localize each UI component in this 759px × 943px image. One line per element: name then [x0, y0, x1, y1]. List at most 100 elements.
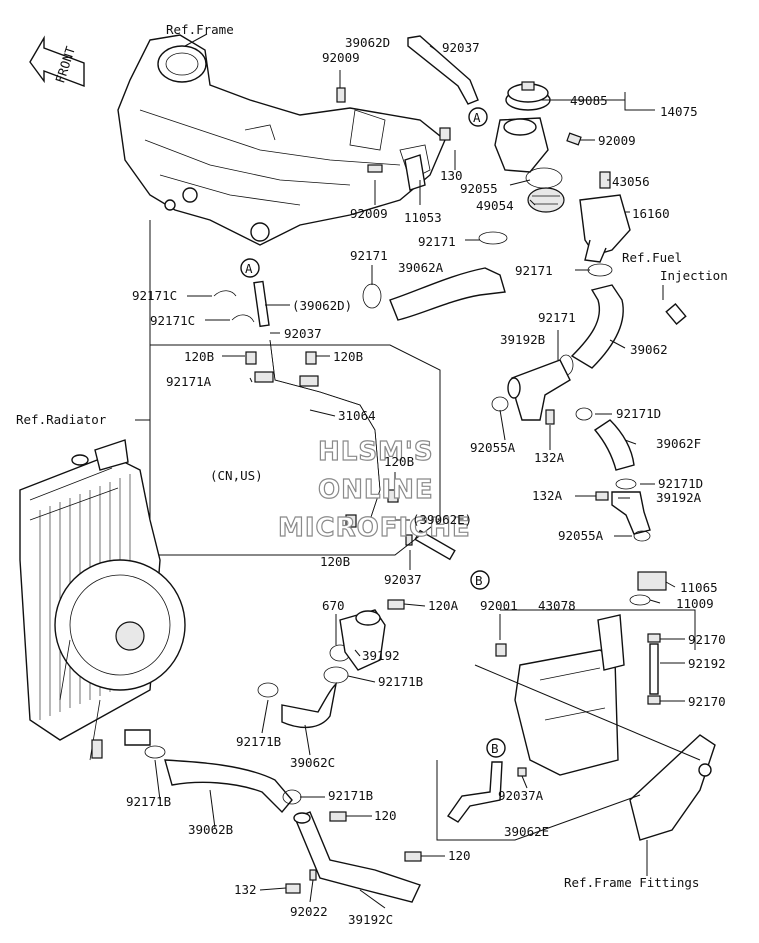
bolt-92009-b	[566, 132, 582, 146]
clamp-92170-1	[647, 633, 661, 643]
label-31064: 31064	[338, 408, 376, 423]
label-92055A-2: 92055A	[558, 528, 604, 543]
label-39192: 39192	[362, 648, 400, 663]
bolt-120B-4	[345, 514, 357, 528]
bolt-120-2	[404, 851, 422, 862]
label-92037A: 92037A	[498, 788, 544, 803]
callout-A-top: A	[468, 107, 488, 127]
filler-neck-assembly	[494, 117, 549, 173]
bolt-120B-1	[245, 351, 257, 365]
hose-39062B	[164, 759, 293, 814]
label-39062C: 39062C	[290, 755, 335, 770]
label-11009: 11009	[676, 596, 714, 611]
label-92009-b: 92009	[598, 133, 636, 148]
label-132A-1: 132A	[534, 450, 565, 465]
union-39192B	[507, 359, 571, 421]
label-92001: 92001	[480, 598, 518, 613]
label-120B-4: 120B	[320, 554, 350, 569]
label-39062D: 39062D	[345, 35, 390, 50]
label-92171D-2: 92171D	[658, 476, 703, 491]
label-120B-2: 120B	[333, 349, 363, 364]
label-92037-low: 92037	[384, 572, 422, 587]
label-92171-c: 92171	[515, 263, 553, 278]
bolt-120B-2	[305, 351, 317, 365]
label-11065: 11065	[680, 580, 718, 595]
union-39192A	[611, 491, 651, 535]
label-92171C-1: 92171C	[132, 288, 177, 303]
clip-92037A	[517, 767, 527, 777]
bolt-132	[285, 883, 301, 894]
hose-92192	[649, 643, 659, 695]
label-49054: 49054	[476, 198, 514, 213]
callout-B-tank: B	[486, 738, 506, 758]
label-43056: 43056	[612, 174, 650, 189]
hose-39062A	[389, 267, 506, 321]
label-ref-fuel-2: Injection	[660, 268, 728, 283]
label-39062F: 39062F	[656, 436, 701, 451]
label-92171C-2: 92171C	[150, 313, 195, 328]
frame-assembly	[117, 34, 446, 246]
label-92037-mid: 92037	[284, 326, 322, 341]
clamp-92171B-2	[257, 682, 279, 698]
bolt-120-1	[329, 811, 347, 822]
label-39062E: 39062E	[504, 824, 549, 839]
label-92192: 92192	[688, 656, 726, 671]
watermark: HLSM'S ONLINE MICROFICHE	[277, 436, 471, 543]
label-39062A: 39062A	[398, 260, 444, 275]
bolt-132A-1	[545, 409, 555, 425]
clamp-92171-b	[362, 283, 382, 309]
label-39192A: 39192A	[656, 490, 702, 505]
label-92037-top: 92037	[442, 40, 480, 55]
seal-11009	[629, 594, 651, 606]
bolt-92001	[495, 643, 507, 657]
hose-39062F	[593, 419, 635, 471]
label-92170-2: 92170	[688, 694, 726, 709]
o-ring-92055	[525, 167, 563, 189]
clamp-92171C-2	[231, 314, 255, 323]
label-92055A-1: 92055A	[470, 440, 516, 455]
label-49085: 49085	[570, 93, 608, 108]
label-130: 130	[440, 168, 463, 183]
front-direction-arrow: FRONT	[29, 35, 85, 88]
watermark-line-1: HLSM'S	[318, 437, 434, 467]
bolt-120B-3	[387, 489, 399, 503]
hose-39062E	[446, 761, 503, 823]
label-92171A: 92171A	[166, 374, 212, 389]
watermark-line-2: ONLINE	[318, 475, 434, 505]
leader-lines	[135, 33, 685, 909]
callout-B-mid: B	[470, 570, 490, 590]
pipe-39192C	[293, 811, 421, 903]
radiator-cap-49085	[505, 81, 551, 111]
reserve-tank-43078	[514, 614, 625, 776]
clamp-92171C-1	[213, 290, 237, 297]
label-39062E-paren: (39062E)	[412, 512, 472, 527]
radiator-assembly	[19, 439, 186, 761]
sensor-fuel-injection	[665, 303, 687, 325]
label-39192C: 39192C	[348, 912, 393, 927]
label-ref-fuel-1: Ref.Fuel	[622, 250, 682, 265]
bolt-132A-2	[595, 491, 609, 501]
callout-B-mid-text: B	[475, 573, 483, 588]
clamp-92171-c	[587, 263, 613, 277]
clamp-92171B-1	[323, 666, 349, 684]
label-92171B-4: 92171B	[126, 794, 171, 809]
overflow-hose-39062D-top	[407, 35, 479, 105]
callout-A-left-text: A	[245, 261, 253, 276]
label-39062: 39062	[630, 342, 668, 357]
o-ring-92055A-1	[491, 396, 509, 412]
thermostat-housing-16160	[579, 194, 631, 263]
label-92171-a: 92171	[418, 234, 456, 249]
bolt-92009-c	[367, 164, 383, 173]
label-16160: 16160	[632, 206, 670, 221]
clamp-92170-2	[647, 695, 661, 705]
label-ref-frame-fittings: Ref.Frame Fittings	[564, 875, 699, 890]
callout-A-left: A	[240, 258, 260, 278]
label-92009-a: 92009	[322, 50, 360, 65]
label-14075: 14075	[660, 104, 698, 119]
watermark-line-3: MICROFICHE	[278, 513, 471, 543]
label-92022: 92022	[290, 904, 328, 919]
label-92009-c: 92009	[350, 206, 388, 221]
part-labels: Ref.Frame 39062D 92037 92009 49085 14075…	[16, 22, 728, 927]
union-39192	[339, 609, 386, 671]
